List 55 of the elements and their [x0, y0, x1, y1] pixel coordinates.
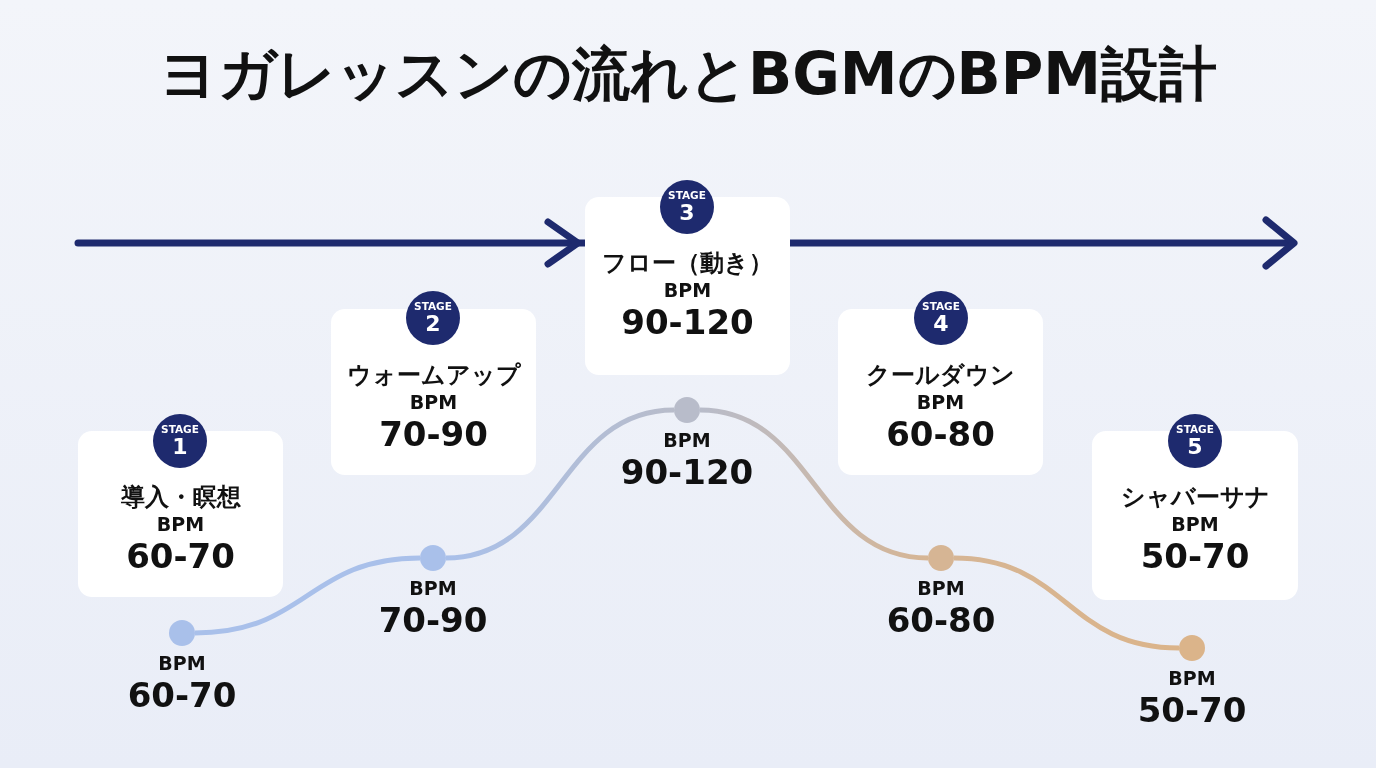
stage-badge: [406, 291, 460, 345]
bpm-range: 50-70: [1137, 690, 1247, 730]
bpm-range: 70-90: [378, 600, 488, 640]
bpm-label: BPM: [158, 652, 206, 676]
connector-line: [953, 555, 1180, 651]
bpm-range: 50-70: [1140, 537, 1250, 577]
stage-name: 導入・瞑想: [120, 482, 241, 513]
stage-badge: [914, 291, 968, 345]
stage-card: [331, 309, 536, 475]
bpm-label: BPM: [663, 279, 712, 304]
bpm-label: BPM: [917, 577, 965, 601]
bpm-label: BPM: [1168, 667, 1216, 691]
bpm-range: 90-120: [621, 303, 754, 343]
connector-line: [699, 407, 929, 561]
stage-name: ウォームアップ: [346, 360, 521, 391]
stage-label: STAGE: [1176, 423, 1214, 436]
stage-badge: [153, 414, 207, 468]
stage-number: 3: [679, 201, 695, 225]
bpm-range: 60-70: [127, 675, 237, 715]
connector-line: [445, 407, 675, 561]
data-point: [674, 397, 700, 423]
stage-card: [78, 431, 283, 597]
stage-label: STAGE: [414, 300, 452, 313]
stage-label: STAGE: [161, 423, 199, 436]
bpm-label: BPM: [409, 391, 458, 416]
stage-name: フロー（動き）: [602, 248, 773, 279]
stage-number: 5: [1187, 435, 1203, 459]
stage-label: STAGE: [668, 189, 706, 202]
stage-card: [838, 309, 1043, 475]
stage-badge: [1168, 414, 1222, 468]
stage-badge: [660, 180, 714, 234]
page-title: ヨガレッスンの流れとBGMのBPM設計: [158, 40, 1218, 110]
bpm-range: 70-90: [379, 415, 488, 455]
connector-line: [194, 555, 421, 636]
stage-number: 1: [172, 435, 188, 459]
bpm-label: BPM: [409, 577, 457, 601]
bpm-range: 60-80: [886, 415, 995, 455]
stage-label: STAGE: [922, 300, 960, 313]
bpm-range: 60-80: [886, 600, 996, 640]
bpm-label: BPM: [663, 429, 711, 453]
stage-name: シャバーサナ: [1120, 482, 1270, 513]
data-point: [169, 620, 195, 646]
stage-number: 4: [933, 312, 949, 336]
bpm-label: BPM: [916, 391, 965, 416]
bpm-label: BPM: [156, 513, 205, 538]
stage-card: [585, 197, 790, 375]
data-point: [1179, 635, 1205, 661]
bpm-range: 90-120: [620, 452, 754, 492]
bpm-label: BPM: [1171, 513, 1219, 538]
data-point: [420, 545, 446, 571]
stage-name: クールダウン: [866, 360, 1015, 391]
bpm-range: 60-70: [126, 537, 235, 577]
data-point: [928, 545, 954, 571]
stage-number: 2: [425, 312, 441, 336]
stage-card: [1092, 431, 1298, 600]
